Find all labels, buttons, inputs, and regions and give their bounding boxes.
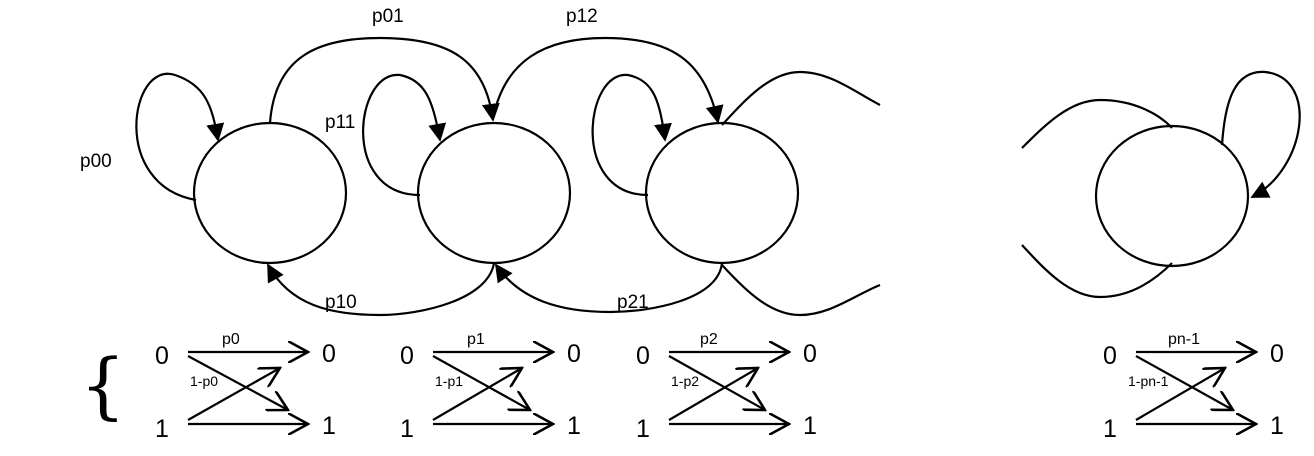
channel-1-q-label: 1-p1	[435, 373, 463, 389]
arc-p21	[494, 262, 724, 314]
channel-2-arrow-cross-down	[668, 355, 765, 410]
channel-0-q-label: 1-p0	[190, 373, 218, 389]
channel-n-1-p-label: pn-1	[1168, 331, 1200, 348]
label-p10: p10	[325, 292, 357, 313]
channel-1-p-label: p1	[467, 331, 485, 348]
channel-0-top-out: 0	[322, 340, 336, 368]
channel-2-p-label: p2	[700, 331, 718, 348]
label-p01: p01	[372, 6, 404, 27]
channel-2-bottom-out: 1	[803, 412, 817, 440]
channel-1-top-out: 0	[567, 340, 581, 368]
channel-1-arrow-cross-down	[432, 355, 530, 410]
label-p00: p00	[80, 151, 112, 172]
channel-0-arrow-cross-up	[187, 368, 280, 421]
channel-0-bottom-in: 1	[155, 415, 169, 443]
self-loop-pn	[1220, 70, 1301, 198]
channel-0-arrow-cross-down	[187, 355, 288, 410]
continuation-top-left	[1021, 98, 1173, 149]
channel-n-1: 0 0 1 1 pn-1 1-pn-1	[1103, 331, 1284, 443]
channel-1-bottom-out: 1	[567, 412, 581, 440]
channel-2-q-label: 1-p2	[671, 373, 699, 389]
continuation-top-right	[721, 70, 881, 126]
channel-2-top-out: 0	[803, 340, 817, 368]
arc-p01	[268, 36, 500, 124]
channel-n-1-arrow-cross-up	[1135, 368, 1225, 421]
state-1	[416, 121, 572, 265]
channel-1: 0 0 1 1 p1 1-p1	[400, 331, 581, 443]
channel-0-bottom-out: 1	[322, 412, 336, 440]
channel-n-1-q-label: 1-pn-1	[1128, 373, 1169, 389]
channel-2-top-in: 0	[636, 342, 650, 370]
channel-1-arrow-cross-up	[432, 368, 522, 421]
channel-brace: {	[80, 343, 126, 427]
self-loop-p22	[591, 73, 672, 197]
channel-n-1-arrow-cross-down	[1135, 355, 1233, 410]
channel-0: 0 0 1 1 p0 1-p0	[155, 331, 336, 443]
channel-1-top-in: 0	[400, 342, 414, 370]
channel-n-1-bottom-out: 1	[1270, 412, 1284, 440]
state-0	[192, 121, 348, 265]
channel-n-1-bottom-in: 1	[1103, 415, 1117, 443]
channel-n-1-top-in: 0	[1103, 342, 1117, 370]
channel-2-bottom-in: 1	[636, 415, 650, 443]
channel-2-arrow-cross-up	[668, 368, 758, 421]
self-loop-p00	[135, 72, 225, 202]
state-2	[644, 121, 800, 265]
arc-p10	[267, 262, 496, 317]
continuation-bottom-left	[1021, 244, 1173, 299]
channel-2: 0 0 1 1 p2 1-p2	[636, 331, 817, 443]
channel-1-bottom-in: 1	[400, 415, 414, 443]
label-p21: p21	[617, 292, 649, 313]
continuation-bottom-right	[721, 264, 881, 317]
label-p11: p11	[325, 112, 355, 133]
state-n-1	[1094, 124, 1250, 268]
channel-0-top-in: 0	[155, 342, 169, 370]
label-p12: p12	[566, 6, 598, 27]
channel-n-1-top-out: 0	[1270, 340, 1284, 368]
self-loop-p11	[362, 73, 447, 197]
arc-p12	[491, 36, 724, 124]
channel-0-p-label: p0	[222, 331, 240, 348]
